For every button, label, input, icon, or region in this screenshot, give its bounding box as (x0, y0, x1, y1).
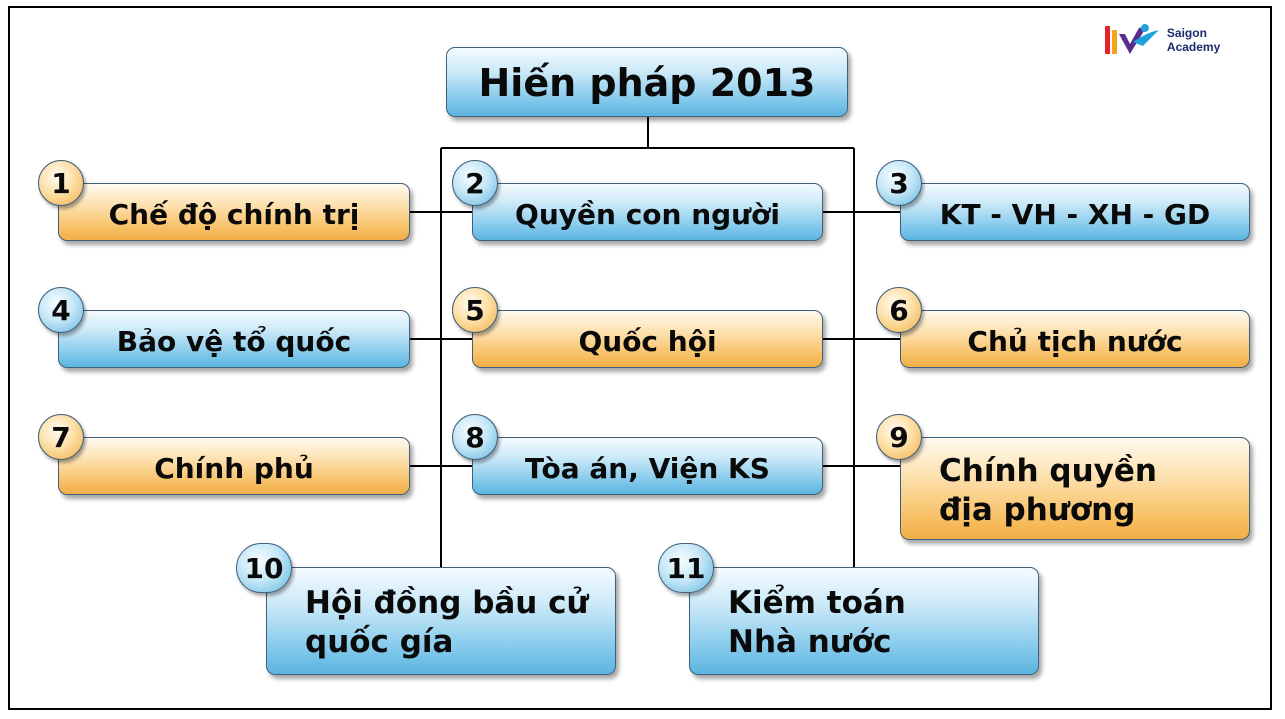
node-4: Bảo vệ tổ quốc (58, 310, 410, 368)
node-11-label-line-1: Kiểm toán (728, 585, 906, 622)
node-8-label: Tòa án, Viện KS (525, 451, 770, 485)
title-box: Hiến pháp 2013 (446, 47, 848, 117)
node-9: Chính quyền địa phương (900, 437, 1250, 540)
node-2-number: 2 (452, 160, 498, 206)
node-3-number: 3 (876, 160, 922, 206)
node-3: KT - VH - XH - GD (900, 183, 1250, 241)
node-9-label-line-2: địa phương (939, 491, 1136, 528)
logo-text: Saigon Academy (1166, 26, 1221, 54)
node-7-label: Chính phủ (154, 451, 314, 485)
node-8: Tòa án, Viện KS (472, 437, 823, 495)
node-7: Chính phủ (58, 437, 410, 495)
saigon-academy-logo: Saigon Academy (1103, 20, 1263, 60)
node-7-number: 7 (38, 414, 84, 460)
node-1: Chế độ chính trị (58, 183, 410, 241)
node-9-number: 9 (876, 414, 922, 460)
node-9-label-line-1: Chính quyền (939, 452, 1157, 489)
node-2: Quyền con người (472, 183, 823, 241)
node-2-label: Quyền con người (515, 197, 780, 231)
node-10-label-line-2: quốc gía (305, 624, 454, 660)
node-11-label-line-2: Nhà nước (728, 624, 892, 660)
node-5-number: 5 (452, 287, 498, 333)
node-6-number: 6 (876, 287, 922, 333)
node-6-label: Chủ tịch nước (967, 324, 1183, 358)
node-8-number: 8 (452, 414, 498, 460)
node-11-number: 11 (658, 543, 714, 593)
node-10-label-line-1: Hội đồng bầu cử (305, 585, 589, 622)
node-4-label: Bảo vệ tổ quốc (116, 324, 352, 358)
node-10: Hội đồng bầu cử quốc gía (266, 567, 616, 675)
node-5: Quốc hội (472, 310, 823, 368)
logo-icon (1104, 24, 1159, 54)
node-5-label: Quốc hội (578, 324, 717, 358)
node-1-number: 1 (38, 160, 84, 206)
node-11: Kiểm toán Nhà nước (689, 567, 1039, 675)
node-3-label: KT - VH - XH - GD (939, 197, 1211, 231)
node-6: Chủ tịch nước (900, 310, 1250, 368)
node-1-label: Chế độ chính trị (108, 197, 360, 231)
node-10-number: 10 (236, 543, 292, 593)
title-label: Hiến pháp 2013 (478, 61, 816, 106)
node-4-number: 4 (38, 287, 84, 333)
